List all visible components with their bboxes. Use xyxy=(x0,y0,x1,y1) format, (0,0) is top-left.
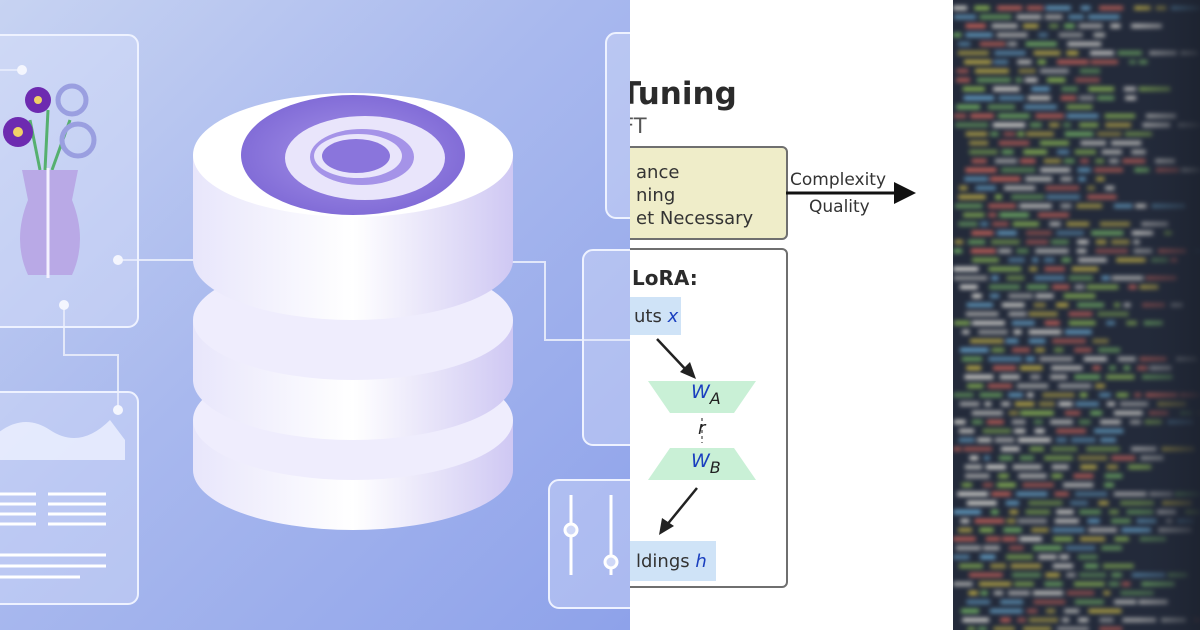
wa-label: W xyxy=(691,381,710,403)
inputs-label: uts xyxy=(634,306,662,327)
sliders-icon xyxy=(563,495,619,575)
code-photo xyxy=(953,0,1200,630)
arrow-right-icon xyxy=(894,182,916,204)
wb-subscript: B xyxy=(709,458,721,477)
top-right-card xyxy=(605,32,630,219)
mid-right-card xyxy=(582,249,630,446)
rank-label: r xyxy=(698,418,706,439)
lora-box: LoRA: uts x ldings h xyxy=(630,248,788,588)
arrow-label-complexity: Complexity xyxy=(790,170,887,190)
diagram-arrows xyxy=(648,182,916,535)
top-box-line-3: et Necessary xyxy=(636,208,754,229)
wb-block xyxy=(648,448,756,480)
top-box-line-1: ance xyxy=(636,162,680,183)
database-icon xyxy=(193,93,513,530)
flower-vase-icon xyxy=(3,83,97,278)
wa-block xyxy=(648,381,756,413)
sliders-card xyxy=(548,479,630,609)
output-token: ldings h xyxy=(630,541,716,581)
lora-diagram: Tuning FT ance ning et Necessary Complex… xyxy=(630,0,953,630)
wa-subscript: A xyxy=(709,389,721,408)
code-lines-graphic xyxy=(953,0,1200,630)
database-illustration-graphic xyxy=(0,32,630,609)
inputs-var: x xyxy=(667,306,679,327)
arrow-label-quality: Quality xyxy=(809,197,870,217)
output-label: ldings xyxy=(636,551,690,572)
database-illustration xyxy=(0,0,630,630)
top-box: ance ning et Necessary xyxy=(630,146,788,240)
top-box-line-2: ning xyxy=(636,185,676,206)
wb-label: W xyxy=(691,450,710,472)
lora-title: LoRA: xyxy=(632,266,698,290)
diagram-title: Tuning xyxy=(630,76,737,112)
inputs-token: uts x xyxy=(630,297,681,335)
output-var: h xyxy=(695,551,707,572)
diagram-subtitle: FT xyxy=(630,114,647,138)
